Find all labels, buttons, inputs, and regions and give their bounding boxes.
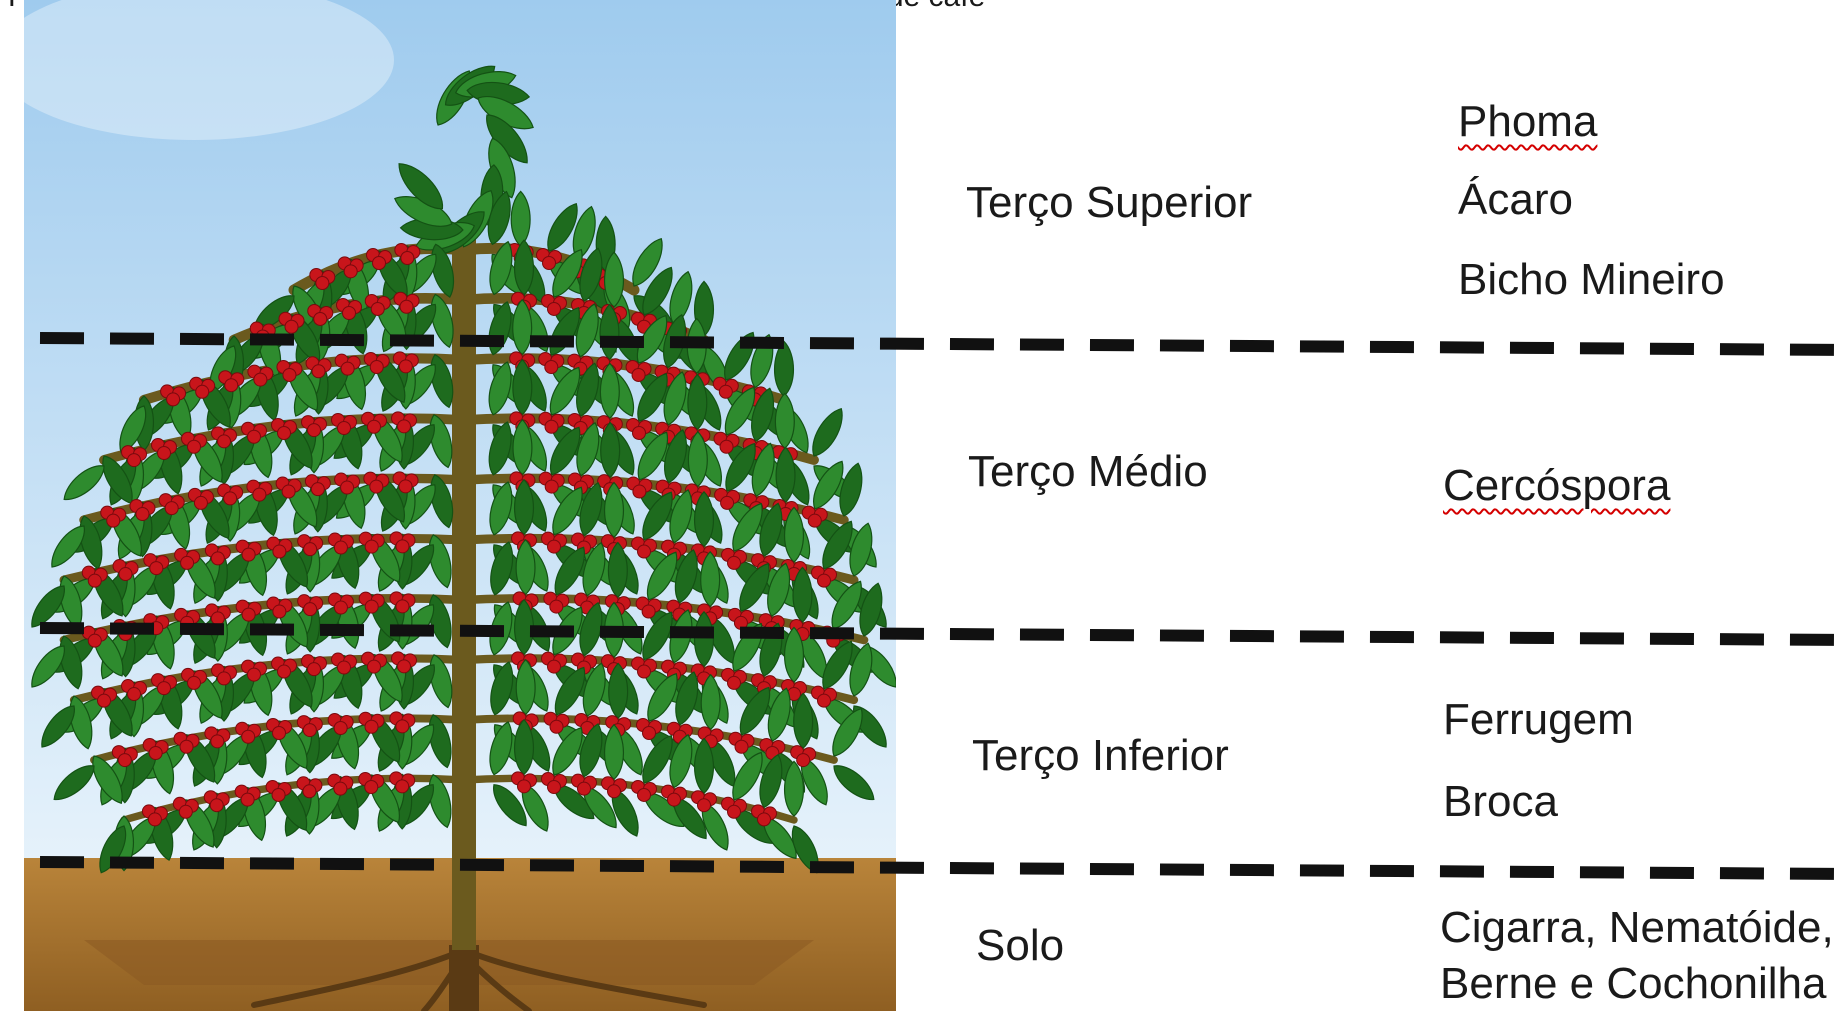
pest-solo-line-1: Cigarra, Nematóide, (1440, 902, 1834, 955)
divider-medio-inferior (40, 628, 1847, 640)
pest-cercospora: Cercóspora (1443, 464, 1670, 508)
zone-label-solo: Solo (976, 924, 1064, 968)
zone-label-terco-medio: Terço Médio (968, 450, 1208, 494)
pest-phoma: Phoma (1458, 100, 1597, 144)
zone-label-terco-superior: Terço Superior (966, 181, 1252, 225)
divider-inferior-solo (40, 862, 1847, 874)
pest-solo-line-2: Berne e Cochonilha (1440, 958, 1826, 1011)
divider-superior-medio (40, 338, 1847, 350)
pest-ferrugem: Ferrugem (1443, 698, 1634, 742)
pest-acaro: Ácaro (1458, 178, 1573, 222)
zone-label-terco-inferior: Terço Inferior (972, 734, 1229, 778)
pest-bicho-mineiro: Bicho Mineiro (1458, 258, 1725, 302)
pest-broca: Broca (1443, 780, 1558, 824)
